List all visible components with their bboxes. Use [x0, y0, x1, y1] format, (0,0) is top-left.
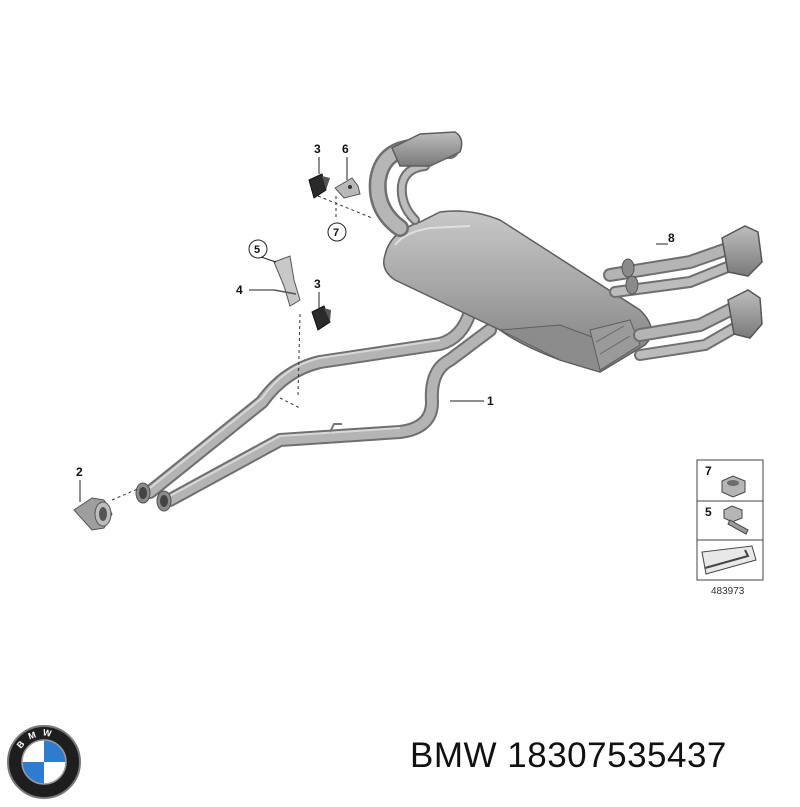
diagram-reference-number: 483973 [711, 586, 745, 597]
legend-label-nut: 7 [705, 464, 712, 478]
flange-bolt-icon [723, 505, 749, 535]
arrow-icon [701, 545, 757, 575]
rubber-mount-lower [311, 305, 331, 331]
callout-8: 8 [668, 231, 675, 245]
callout-3-lower: 3 [314, 277, 321, 291]
callout-3-upper: 3 [314, 142, 321, 156]
rubber-mount-upper [308, 173, 330, 199]
legend-label-bolt: 5 [705, 505, 712, 519]
callout-5: 5 [254, 244, 260, 256]
part-number: 18307535437 [507, 736, 727, 775]
callout-6: 6 [342, 142, 349, 156]
callout-7-circle: 7 [327, 222, 347, 242]
exhaust-pipe-assembly [135, 283, 507, 512]
callout-7: 7 [333, 227, 339, 239]
bracket-upper [334, 177, 361, 199]
bracket-lower [273, 255, 301, 307]
callout-2: 2 [76, 465, 83, 479]
callout-5-circle: 5 [248, 239, 268, 259]
callout-4: 4 [236, 283, 243, 297]
bmw-logo: BMW [4, 722, 84, 802]
callout-1: 1 [487, 394, 494, 408]
upper-resonator-pipe [368, 131, 463, 237]
pipe-clamp [73, 497, 113, 531]
tailpipe-lower [633, 289, 763, 361]
tailpipe-upper [603, 225, 763, 298]
brand-name: BMW [410, 736, 498, 775]
hardware-legend: 7 5 483973 [696, 459, 764, 597]
part-caption: BMW 18307535437 [410, 736, 727, 776]
hex-nut-icon [721, 475, 746, 498]
rear-muffler [383, 210, 653, 373]
assembly-guide-lines [111, 195, 373, 501]
